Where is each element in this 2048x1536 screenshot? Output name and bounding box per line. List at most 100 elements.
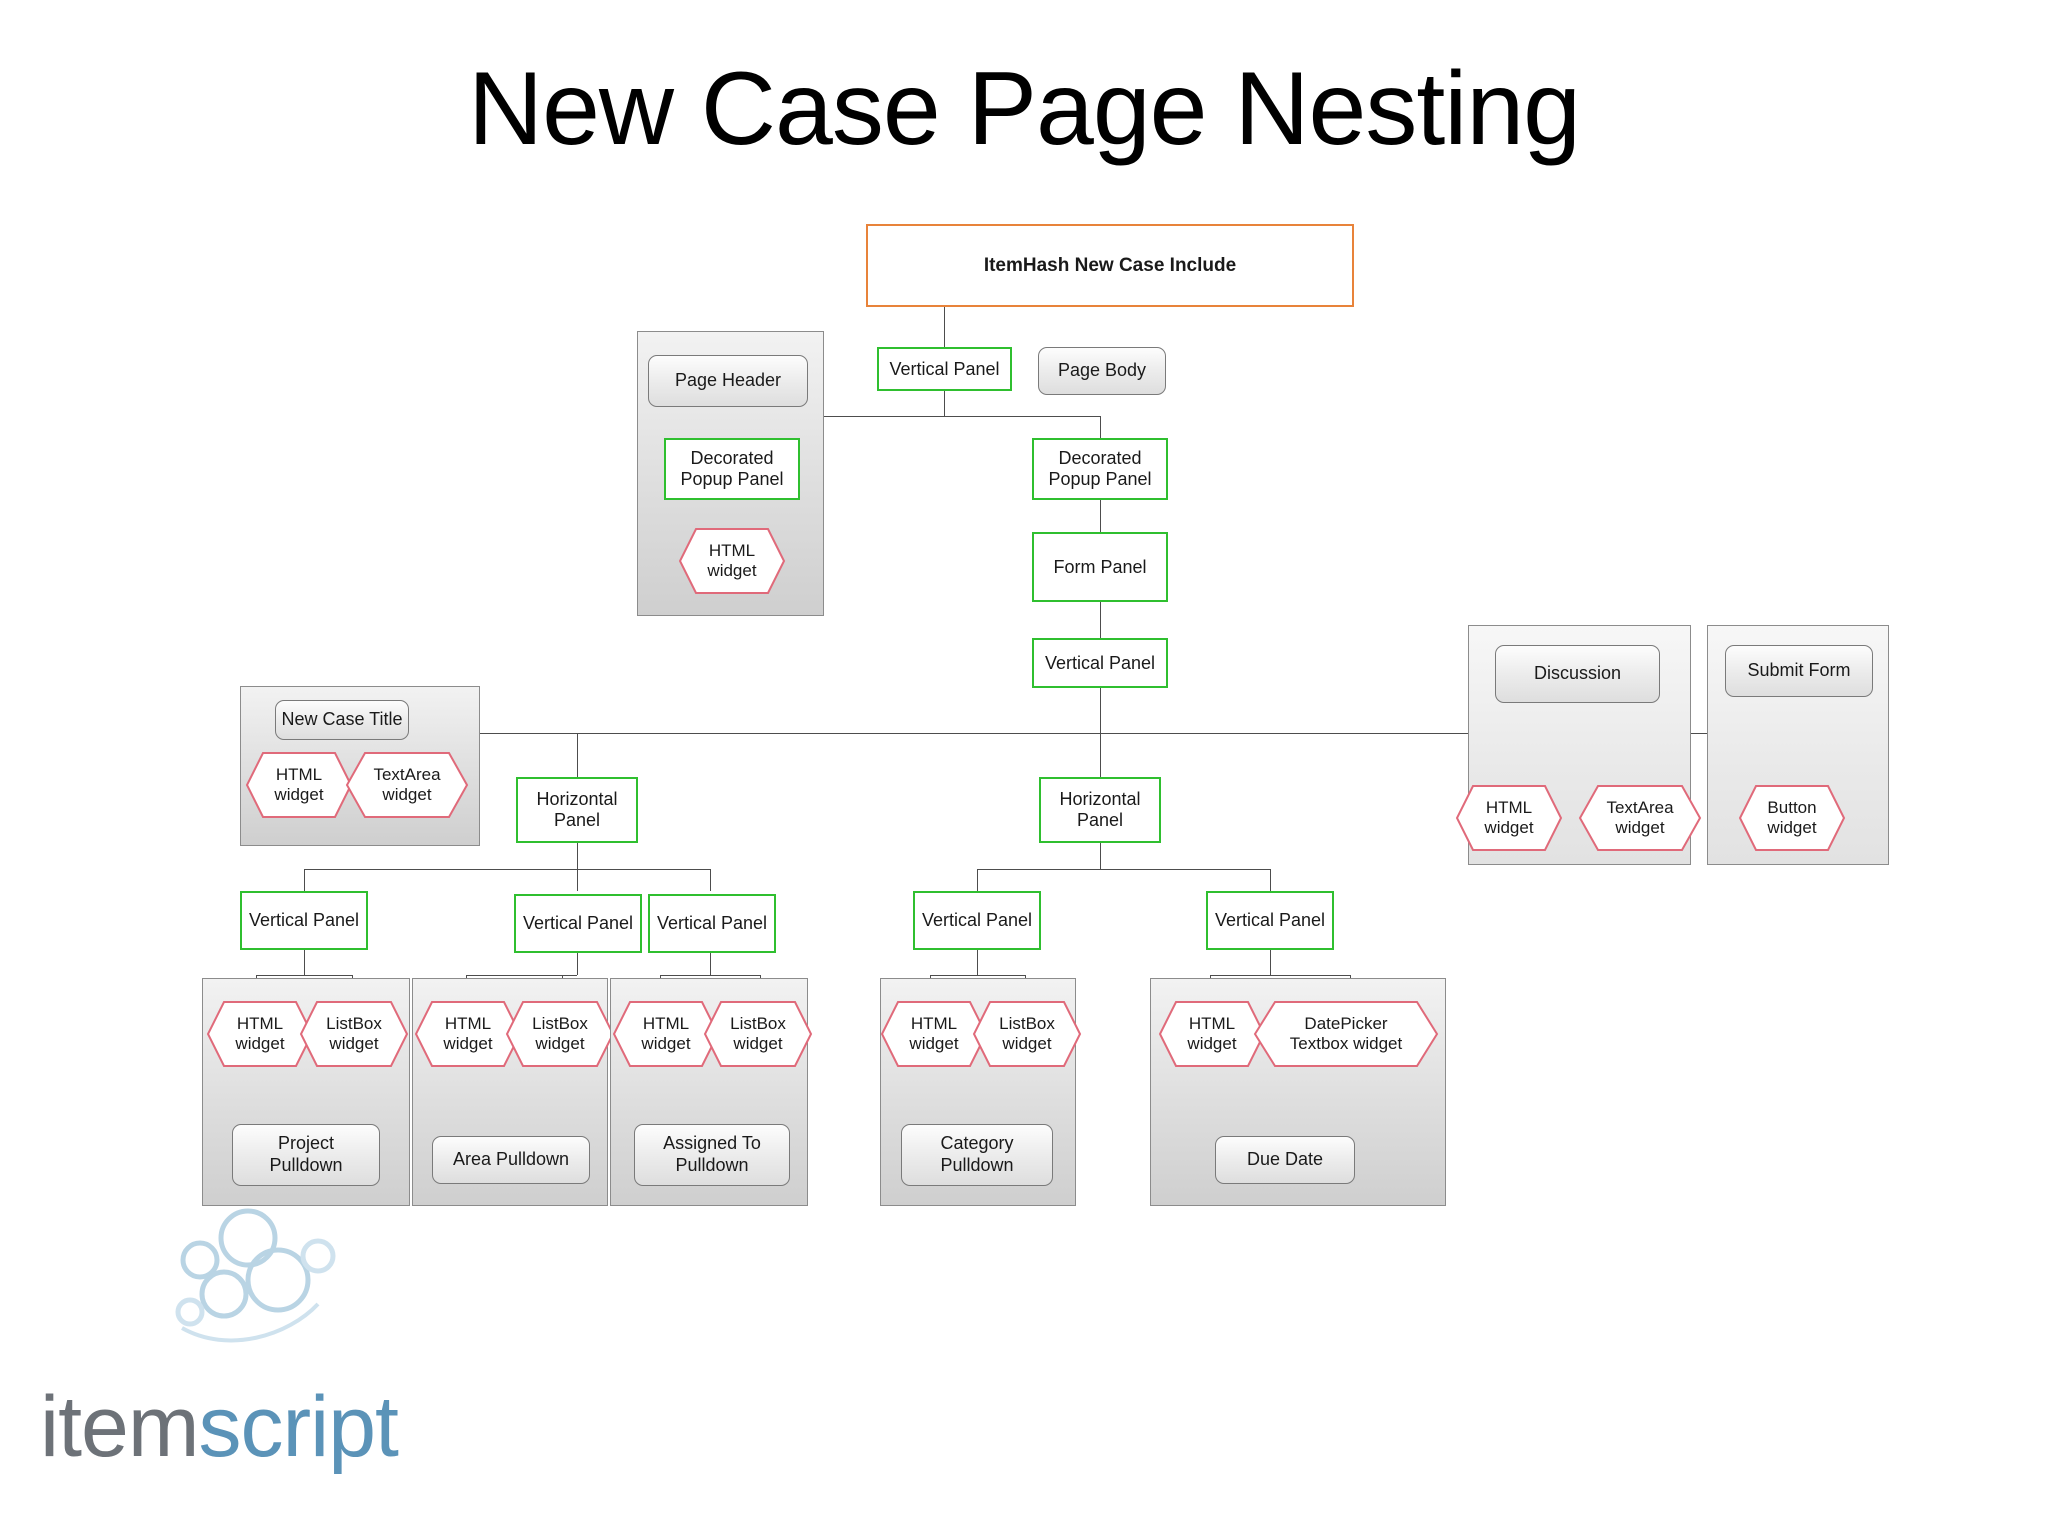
page-body-label: Page Body bbox=[1057, 360, 1147, 381]
connector-main-bar bbox=[360, 733, 1792, 734]
assigned-to-pulldown[interactable]: Assigned To Pulldown bbox=[634, 1124, 790, 1186]
connector-bar-to-right-popup bbox=[1100, 416, 1101, 443]
due-date-pulldown[interactable]: Due Date bbox=[1215, 1136, 1355, 1184]
horizontal-panel-left-line1: Horizontal bbox=[536, 789, 618, 810]
connector-v4-down bbox=[977, 950, 978, 975]
page-title: New Case Page Nesting bbox=[467, 51, 1581, 167]
discussion-chip[interactable]: Discussion bbox=[1495, 645, 1660, 703]
include-box: ItemHash New Case Include bbox=[866, 224, 1354, 307]
discussion-label: Discussion bbox=[1533, 663, 1622, 684]
horizontal-panel-left-line2: Panel bbox=[553, 810, 601, 830]
connector-vpanel-bar bbox=[733, 416, 1101, 417]
brand-wordmark: itemscript bbox=[40, 1378, 399, 1477]
connector-vpanel-form-down bbox=[1100, 688, 1101, 733]
connector-hleft-v1 bbox=[304, 869, 305, 891]
bubbles-logo bbox=[168, 1208, 408, 1348]
form-panel-label: Form Panel bbox=[1053, 556, 1147, 577]
vertical-panel-form-label: Vertical Panel bbox=[1044, 652, 1156, 673]
connector-hleft-v3 bbox=[710, 869, 711, 891]
page-header-chip[interactable]: Page Header bbox=[648, 355, 808, 407]
project-pulldown[interactable]: Project Pulldown bbox=[232, 1124, 380, 1186]
decorated-popup-right-line2: Popup Panel bbox=[1048, 469, 1152, 489]
category-pulldown-line1: Category bbox=[940, 1133, 1014, 1154]
decorated-popup-left-line2: Popup Panel bbox=[680, 469, 784, 489]
connector-v2-down bbox=[577, 953, 578, 975]
vertical-panel-2[interactable]: Vertical Panel bbox=[514, 894, 642, 953]
decorated-popup-panel-left[interactable]: Decorated Popup Panel bbox=[664, 438, 800, 500]
assigned-to-pulldown-line1: Assigned To bbox=[663, 1133, 761, 1154]
connector-hpanel-mid-down bbox=[1100, 843, 1101, 869]
connector-include-to-vpanel bbox=[944, 307, 945, 347]
connector-v5-down bbox=[1270, 950, 1271, 975]
vertical-panel-4[interactable]: Vertical Panel bbox=[913, 891, 1041, 950]
connector-v1-bar bbox=[256, 975, 352, 976]
connector-form-to-vpanel bbox=[1100, 602, 1101, 638]
category-pulldown[interactable]: Category Pulldown bbox=[901, 1124, 1053, 1186]
connector-bar-hpanel-left bbox=[577, 733, 578, 777]
include-label: ItemHash New Case Include bbox=[983, 254, 1237, 276]
submit-form-chip[interactable]: Submit Form bbox=[1725, 645, 1873, 697]
vertical-panel-3[interactable]: Vertical Panel bbox=[648, 894, 776, 953]
vertical-panel-5-label: Vertical Panel bbox=[1214, 910, 1326, 931]
connector-v1-down bbox=[304, 950, 305, 975]
vertical-panel-5[interactable]: Vertical Panel bbox=[1206, 891, 1334, 950]
submit-form-label: Submit Form bbox=[1747, 660, 1851, 681]
connector-hpanel-mid-bar bbox=[977, 869, 1270, 870]
form-panel[interactable]: Form Panel bbox=[1032, 532, 1168, 602]
connector-hmid-v2 bbox=[1270, 869, 1271, 891]
new-case-title-chip[interactable]: New Case Title bbox=[275, 700, 409, 740]
vertical-panel-3-label: Vertical Panel bbox=[656, 913, 768, 934]
vertical-panel-form[interactable]: Vertical Panel bbox=[1032, 638, 1168, 688]
horizontal-panel-mid[interactable]: Horizontal Panel bbox=[1039, 777, 1161, 843]
decorated-popup-right-line1: Decorated bbox=[1058, 448, 1142, 469]
decorated-popup-panel-right[interactable]: Decorated Popup Panel bbox=[1032, 438, 1168, 500]
decorated-popup-left-line1: Decorated bbox=[690, 448, 774, 469]
horizontal-panel-mid-line2: Panel bbox=[1076, 810, 1124, 830]
area-pulldown-label: Area Pulldown bbox=[452, 1149, 570, 1170]
connector-v4-bar bbox=[930, 975, 1025, 976]
connector-v2-bar bbox=[466, 975, 577, 976]
page-header-label: Page Header bbox=[674, 370, 782, 391]
brand-script: script bbox=[198, 1379, 398, 1475]
project-pulldown-line2: Pulldown bbox=[269, 1155, 343, 1175]
vertical-panel-2-label: Vertical Panel bbox=[522, 913, 634, 934]
connector-v3-bar bbox=[660, 975, 760, 976]
connector-hpanel-left-down bbox=[577, 843, 578, 869]
page-body-chip[interactable]: Page Body bbox=[1038, 347, 1166, 395]
brand-item: item bbox=[40, 1379, 199, 1475]
vertical-panel-top[interactable]: Vertical Panel bbox=[877, 347, 1012, 391]
vertical-panel-top-label: Vertical Panel bbox=[889, 358, 1000, 379]
due-date-label: Due Date bbox=[1246, 1149, 1324, 1170]
vertical-panel-1[interactable]: Vertical Panel bbox=[240, 891, 368, 950]
assigned-to-pulldown-line2: Pulldown bbox=[675, 1155, 749, 1175]
connector-v5-bar bbox=[1210, 975, 1350, 976]
connector-v3-down bbox=[710, 953, 711, 975]
vertical-panel-1-label: Vertical Panel bbox=[248, 910, 360, 931]
connector-hleft-v2 bbox=[577, 869, 578, 891]
category-pulldown-line2: Pulldown bbox=[940, 1155, 1014, 1175]
connector-popup-to-form bbox=[1100, 499, 1101, 532]
new-case-title-label: New Case Title bbox=[281, 709, 403, 730]
connector-hpanel-left-bar bbox=[304, 869, 710, 870]
area-pulldown[interactable]: Area Pulldown bbox=[432, 1136, 590, 1184]
horizontal-panel-left[interactable]: Horizontal Panel bbox=[516, 777, 638, 843]
connector-vpanel-down bbox=[944, 391, 945, 416]
connector-hmid-v1 bbox=[977, 869, 978, 891]
horizontal-panel-mid-line1: Horizontal bbox=[1059, 789, 1141, 810]
project-pulldown-line1: Project bbox=[277, 1133, 335, 1154]
vertical-panel-4-label: Vertical Panel bbox=[921, 910, 1033, 931]
connector-bar-hpanel-mid bbox=[1100, 733, 1101, 777]
